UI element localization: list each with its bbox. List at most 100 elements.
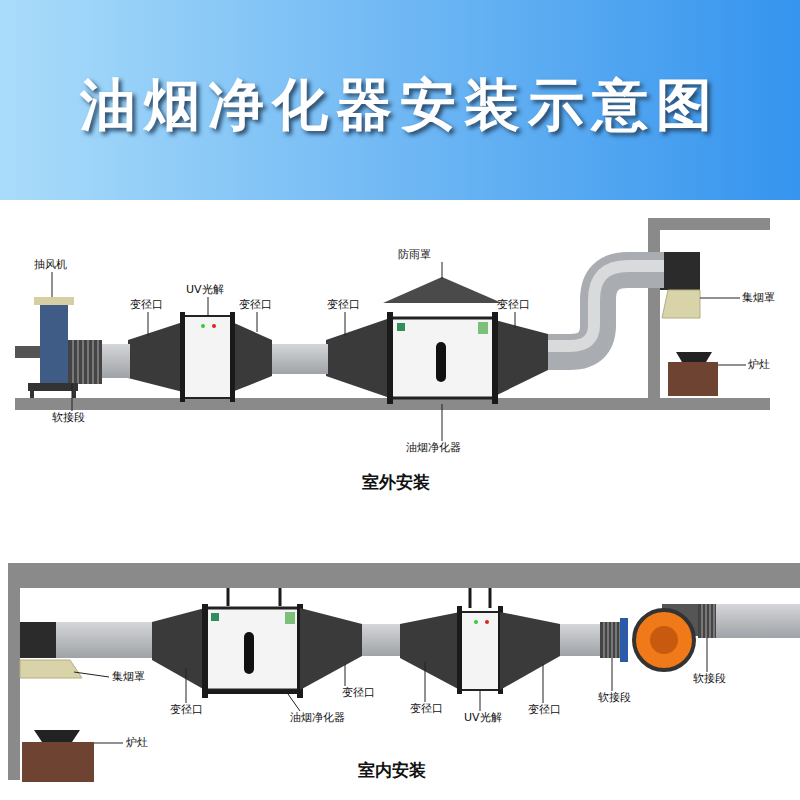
rib: [611, 622, 613, 658]
part-label: 变径口: [497, 299, 530, 311]
fan-leg: [30, 391, 34, 398]
part-label: 集烟罩: [742, 292, 775, 304]
ceiling: [648, 218, 770, 230]
reducer: [300, 608, 362, 690]
fan-base: [28, 383, 78, 391]
wall: [648, 218, 660, 398]
nameplate: [285, 612, 295, 624]
leader-line: [425, 662, 426, 702]
rib: [87, 340, 89, 384]
fan-flange: [620, 618, 628, 662]
reducer: [495, 320, 548, 396]
smoke-hood: [20, 660, 82, 678]
soft-joint-ribs: [73, 340, 98, 384]
leader-line: [515, 312, 516, 328]
leader-line: [345, 312, 346, 336]
purifier-body: [390, 318, 495, 398]
leader-lines: [74, 638, 707, 743]
hanger-rod: [227, 588, 230, 606]
hanger-rod: [489, 588, 492, 608]
soft-joint-ribs: [604, 622, 620, 658]
reducer: [326, 318, 390, 398]
stove: [668, 362, 718, 396]
leader-line: [72, 384, 73, 411]
frame-post: [457, 606, 462, 694]
part-label: 变径口: [528, 704, 561, 716]
rib: [701, 604, 703, 638]
part-label: 变径口: [410, 703, 443, 715]
purifier-window: [436, 342, 446, 382]
reducer: [500, 612, 560, 690]
leader-line: [480, 690, 481, 711]
soft-joint: [600, 622, 622, 658]
duct: [100, 344, 130, 378]
nameplate: [478, 322, 488, 334]
duct: [362, 624, 402, 656]
leader-line: [612, 658, 613, 691]
soft-joint: [698, 604, 716, 638]
uv-unit-body: [183, 316, 232, 398]
leader-line: [700, 298, 740, 299]
rib: [77, 340, 79, 384]
part-label: 炉灶: [126, 737, 148, 749]
frame-post: [492, 312, 498, 404]
part-label: 软接段: [693, 673, 726, 685]
rib: [705, 604, 707, 638]
leader-line: [543, 664, 544, 703]
part-label: 变径口: [327, 299, 360, 311]
part-label: UV光解: [464, 712, 502, 724]
rib: [615, 622, 617, 658]
leader-line: [707, 638, 708, 672]
rib: [603, 622, 605, 658]
fan-outlet: [15, 346, 40, 358]
rib: [607, 622, 609, 658]
rib: [82, 340, 84, 384]
leader-line: [148, 312, 149, 336]
hood-box: [660, 252, 700, 290]
leader-line: [442, 404, 443, 441]
leader-line: [208, 297, 209, 316]
leader-line: [257, 312, 258, 332]
indicator-light: [474, 620, 478, 624]
indicator-light: [201, 324, 205, 328]
section-caption: 室内安装: [358, 760, 426, 780]
leader-line: [442, 262, 443, 279]
rib: [713, 604, 715, 638]
diagram-title: 油烟净化器安装示意图: [0, 68, 800, 144]
rib: [97, 340, 99, 384]
reducer: [128, 322, 183, 392]
part-label: 集烟罩: [112, 671, 145, 683]
wall: [8, 563, 20, 780]
rib: [92, 340, 94, 384]
logo-mark: [211, 613, 219, 621]
part-label: 软接段: [598, 692, 631, 704]
logo-mark: [397, 323, 405, 331]
wok: [676, 352, 712, 362]
rib: [709, 604, 711, 638]
duct: [56, 622, 154, 658]
leader-lines: [52, 262, 746, 441]
hood-box: [20, 622, 56, 658]
flexible-duct: [545, 270, 664, 352]
purifier-body: [205, 608, 300, 690]
part-label: 变径口: [130, 299, 163, 311]
leader-line: [74, 672, 109, 677]
part-label: UV光解: [186, 284, 224, 296]
duct: [560, 624, 602, 656]
section-caption: 室外安装: [362, 472, 430, 492]
purifier-window: [244, 632, 254, 674]
part-label: 软接段: [52, 412, 85, 424]
frame-post: [180, 312, 185, 402]
leader-line: [186, 668, 187, 703]
frame-bar: [202, 690, 303, 694]
hanger-rod: [469, 588, 472, 608]
reducer: [152, 608, 205, 690]
part-label: 抽风机: [34, 259, 67, 271]
fan-leg: [72, 391, 76, 398]
reducer: [400, 612, 460, 690]
leader-line: [52, 272, 53, 297]
frame-post: [387, 312, 393, 404]
hanger-rod: [279, 588, 282, 606]
leader-line: [345, 664, 346, 686]
